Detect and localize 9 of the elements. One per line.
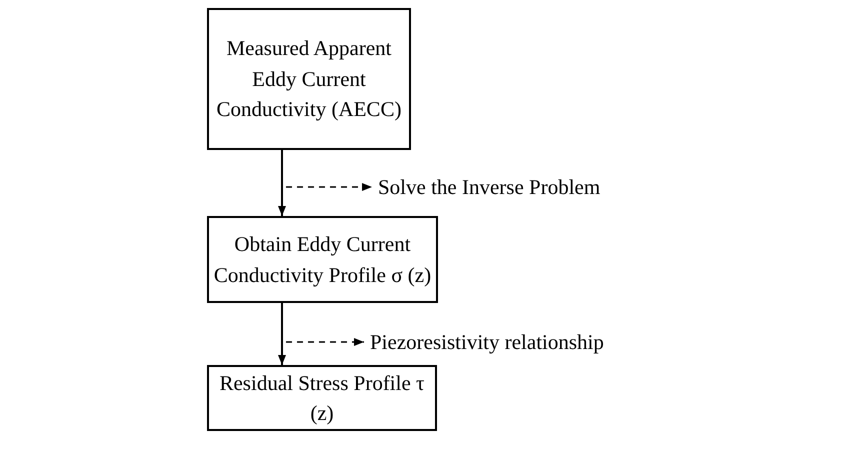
process-box: Residual Stress Profile τ (z): [207, 365, 437, 431]
process-box: Measured Apparent Eddy Current Conductivity (AECC): [207, 8, 411, 150]
arrow: [278, 150, 286, 216]
dashed-arrow: [286, 338, 364, 346]
annotation-text: Piezoresistivity relationship: [370, 327, 850, 357]
process-box: Obtain Eddy Current Conductivity Profile σ (z): [207, 216, 438, 303]
dashed-arrow: [286, 183, 372, 191]
annotation-text: Solve the Inverse Problem: [378, 172, 828, 202]
arrow: [278, 303, 286, 365]
